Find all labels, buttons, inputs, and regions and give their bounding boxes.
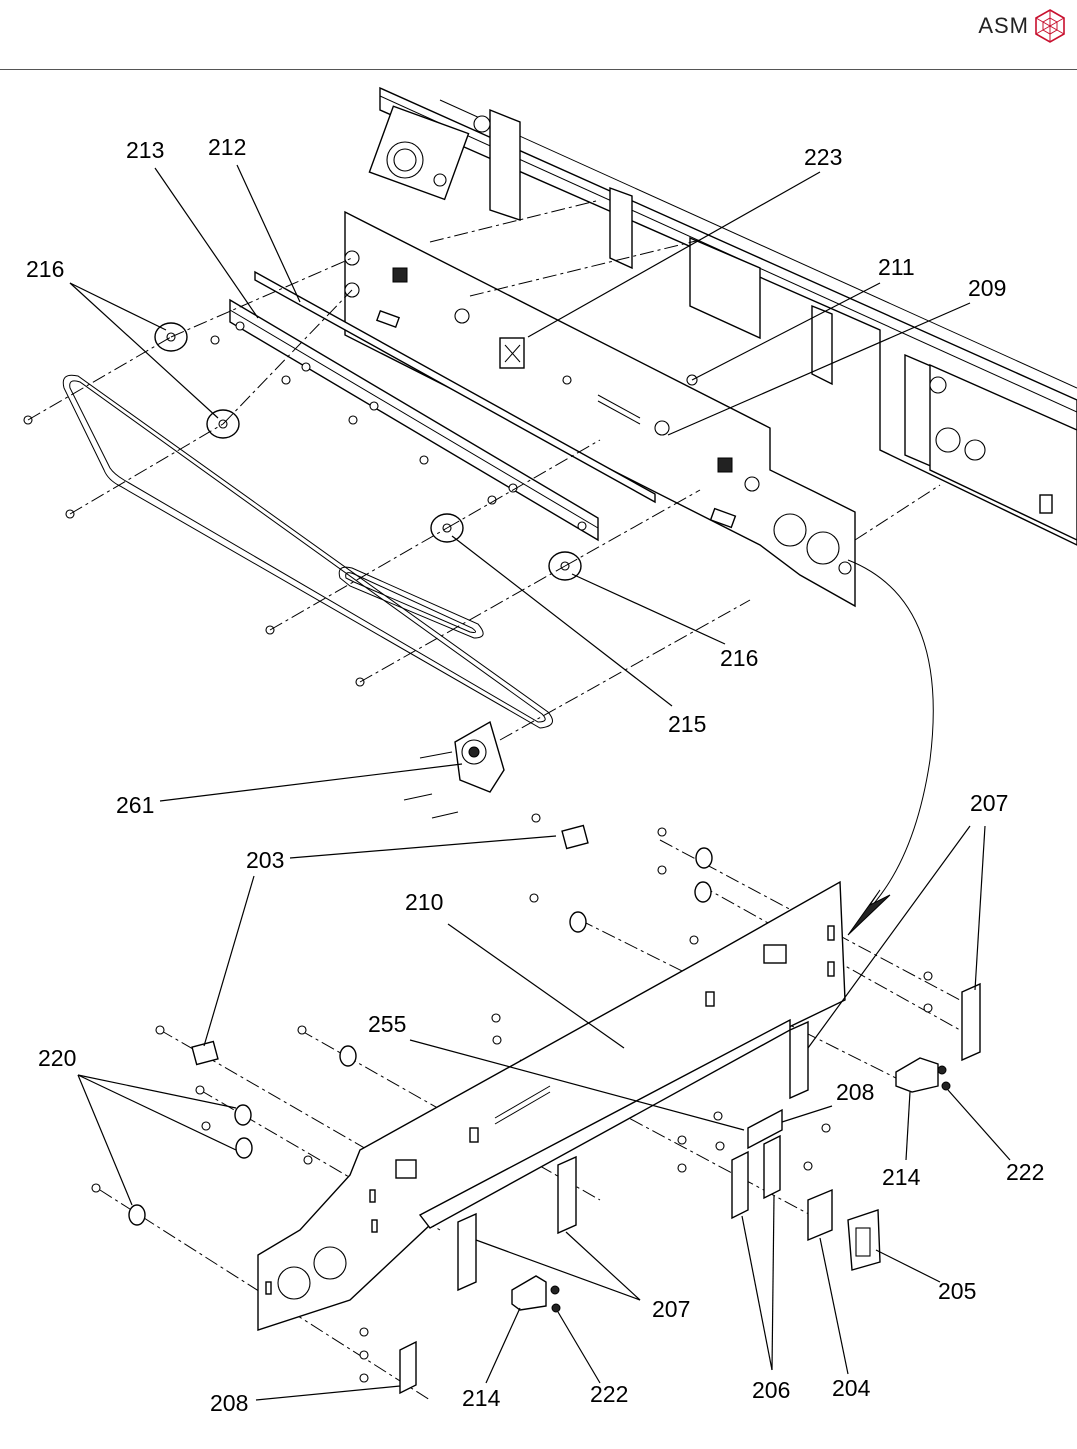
front-plate-210: [258, 882, 845, 1330]
callout-211: 211: [878, 254, 915, 280]
callout-204: 204: [832, 1375, 871, 1401]
callout-209: 209: [968, 275, 1006, 301]
callout-216-top: 216: [26, 256, 64, 282]
callout-222-bottom: 222: [590, 1381, 628, 1407]
callout-207-bottom: 207: [652, 1296, 690, 1322]
callout-216-right: 216: [720, 645, 758, 671]
brackets-206: [732, 1136, 780, 1218]
callout-214-right: 214: [882, 1164, 921, 1190]
callout-205: 205: [938, 1278, 976, 1304]
callout-255: 255: [368, 1011, 406, 1037]
callout-213: 213: [126, 137, 164, 163]
drive-belt: [63, 375, 552, 728]
bracket-204: [808, 1190, 832, 1240]
callout-222-right: 222: [1006, 1159, 1044, 1185]
callout-223: 223: [804, 144, 842, 170]
callout-215: 215: [668, 711, 706, 737]
bearing-block-261: [404, 722, 504, 818]
guide-205: [848, 1210, 880, 1270]
relocation-arrow: [848, 560, 933, 935]
callout-261: 261: [116, 792, 154, 818]
callout-212: 212: [208, 134, 246, 160]
callout-208-right: 208: [836, 1079, 874, 1105]
callout-210: 210: [405, 889, 443, 915]
callout-207-top: 207: [970, 790, 1008, 816]
callout-203: 203: [246, 847, 284, 873]
callout-208-bottom: 208: [210, 1390, 248, 1416]
callout-206: 206: [752, 1377, 790, 1403]
callout-220: 220: [38, 1045, 76, 1071]
callout-214-bottom: 214: [462, 1385, 501, 1411]
